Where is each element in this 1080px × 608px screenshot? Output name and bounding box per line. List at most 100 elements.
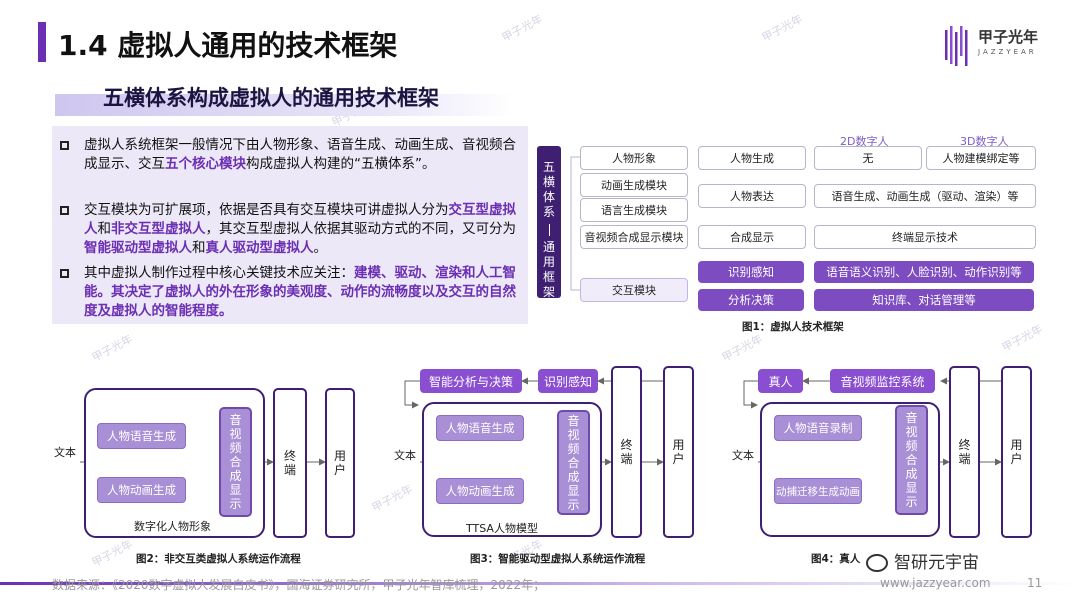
animation-generation-box: 人物动画生成 bbox=[436, 478, 524, 504]
highlight-text: 真人驱动型虚拟人 bbox=[205, 240, 314, 256]
user-box: 用户 bbox=[1001, 366, 1032, 538]
section-subtitle: 五横体系构成虚拟人的通用技术框架 bbox=[103, 86, 439, 110]
frame-label: TTSA人物模型 bbox=[466, 522, 538, 535]
body-text: ，其交互型虚拟人依据其驱动方式的不同，又可分为 bbox=[205, 221, 517, 237]
vertical-char: 终 bbox=[958, 438, 971, 452]
animation-generation-box: 人物动画生成 bbox=[97, 477, 186, 503]
bullet-text: 其中虚拟人制作过程中核心关键技术应关注：建模、驱动、渲染和人工智能。其决定了虚拟… bbox=[84, 264, 518, 321]
vertical-char: 端 bbox=[958, 452, 971, 466]
row-analysis-decision: 分析决策 bbox=[698, 289, 804, 311]
bullet-square-icon bbox=[60, 141, 69, 150]
vertical-char: 端 bbox=[620, 452, 633, 466]
account-name: 智研元宇宙 bbox=[894, 553, 979, 573]
speech-recording-box: 人物语音录制 bbox=[774, 415, 862, 441]
body-text: 和 bbox=[192, 240, 206, 256]
wechat-icon bbox=[866, 554, 888, 572]
label-divider bbox=[548, 224, 550, 236]
vertical-char: 用 bbox=[1010, 438, 1023, 452]
page-number: 11 bbox=[1027, 576, 1043, 590]
brand-logo: 甲子光年 JAZZYEAR bbox=[944, 24, 1054, 68]
vertical-char: 频 bbox=[229, 441, 242, 455]
module-character-image: 人物形象 bbox=[580, 146, 688, 170]
vertical-char: 显 bbox=[567, 483, 580, 498]
body-text: 。 bbox=[313, 240, 328, 256]
vertical-char: 合 bbox=[905, 453, 918, 467]
speech-generation-box: 人物语音生成 bbox=[97, 423, 186, 449]
vertical-char: 体 bbox=[542, 190, 555, 204]
logo-subtitle: JAZZYEAR bbox=[978, 48, 1037, 56]
logo-name: 甲子光年 bbox=[978, 28, 1039, 46]
vertical-char: 用 bbox=[333, 449, 346, 463]
col-header-3d: 3D数字人 bbox=[960, 135, 1009, 148]
terminal-box: 终端 bbox=[611, 366, 642, 538]
vertical-char: 通 bbox=[542, 240, 555, 254]
vertical-char: 视 bbox=[567, 427, 580, 442]
vertical-char: 合 bbox=[567, 455, 580, 470]
bullet-item: 其中虚拟人制作过程中核心关键技术应关注：建模、驱动、渲染和人工智能。其决定了虚拟… bbox=[60, 264, 518, 321]
figure-3-caption: 图3：智能驱动型虚拟人系统运作流程 bbox=[470, 553, 646, 565]
vertical-char: 频 bbox=[905, 439, 918, 453]
av-synthesis-box: 音视频合成显示 bbox=[219, 407, 252, 517]
row-synthesis-display: 合成显示 bbox=[698, 225, 806, 249]
highlight-text: 非交互型虚拟人 bbox=[111, 221, 206, 237]
row-recognition-perception: 识别感知 bbox=[698, 261, 804, 283]
vertical-char: 架 bbox=[542, 285, 555, 299]
vertical-char: 示 bbox=[905, 495, 918, 509]
av-synthesis-box: 音视频合成显示 bbox=[557, 410, 590, 515]
module-av-synthesis: 音视频合成显示模块 bbox=[580, 225, 688, 249]
vertical-char: 示 bbox=[567, 497, 580, 512]
site-url[interactable]: www.jazzyear.com bbox=[880, 576, 991, 590]
input-text-label: 文本 bbox=[394, 449, 416, 462]
jazzyear-logo-icon bbox=[945, 26, 968, 66]
body-text: 虚拟人系统框架一般情况下由人物形象、语音生成、动画生成、音视频合成显示、交互 bbox=[84, 137, 516, 172]
av-synthesis-box: 音视频合成显示 bbox=[895, 405, 928, 515]
highlight-text: 建模、驱动、渲染和人工智能。其决定了虚拟人的外在形象的美观度、动作的流畅度以及交… bbox=[84, 265, 516, 319]
real-human-pill: 真人 bbox=[758, 369, 803, 393]
analysis-decision-pill: 智能分析与决策 bbox=[420, 369, 522, 393]
body-text: 构成虚拟人构建的“五横体系”。 bbox=[246, 156, 436, 172]
data-source: 数据来源：《2020数字虚拟人发展白皮书》，国海证券研究所，甲子光年智库梳理，2… bbox=[52, 578, 546, 592]
vertical-char: 终 bbox=[620, 438, 633, 452]
vertical-char: 成 bbox=[229, 469, 242, 483]
vertical-char: 终 bbox=[283, 449, 296, 463]
cell-2d-generation: 无 bbox=[814, 146, 922, 170]
mocap-animation-box: 动捕迁移生成动画 bbox=[774, 478, 862, 504]
five-layer-label-top: 五横体系 bbox=[537, 146, 561, 220]
vertical-char: 显 bbox=[229, 483, 242, 497]
module-animation-generation: 动画生成模块 bbox=[580, 173, 688, 197]
vertical-char: 音 bbox=[905, 411, 918, 425]
five-layer-label: 五横体系 通用框架 bbox=[537, 146, 561, 300]
row-character-expression: 人物表达 bbox=[698, 184, 806, 208]
vertical-char: 横 bbox=[542, 175, 555, 189]
bullet-square-icon bbox=[60, 206, 69, 215]
vertical-char: 五 bbox=[542, 160, 555, 174]
terminal-box: 终端 bbox=[949, 366, 980, 538]
speech-generation-box: 人物语音生成 bbox=[436, 415, 524, 441]
vertical-char: 端 bbox=[283, 463, 296, 477]
body-text: 交互模块为可扩展项，依据是否具有交互模块可讲虚拟人分为 bbox=[84, 202, 449, 218]
cell-3d-generation: 人物建模绑定等 bbox=[926, 146, 1036, 170]
vertical-char: 成 bbox=[567, 469, 580, 484]
row-character-generation: 人物生成 bbox=[698, 146, 806, 170]
body-text: 其中虚拟人制作过程中核心关键技术应关注： bbox=[84, 265, 354, 281]
bullet-text: 交互模块为可扩展项，依据是否具有交互模块可讲虚拟人分为交互型虚拟人和非交互型虚拟… bbox=[84, 201, 518, 258]
figure-2-caption: 图2：非交互类虚拟人系统运作流程 bbox=[136, 553, 301, 565]
vertical-char: 示 bbox=[229, 497, 242, 511]
user-box: 用户 bbox=[663, 366, 694, 538]
vertical-char: 系 bbox=[542, 205, 555, 219]
figure-4-caption: 图4：真人 bbox=[811, 553, 861, 565]
slide-title: 1.4 虚拟人通用的技术框架 bbox=[58, 29, 398, 62]
module-speech-generation: 语言生成模块 bbox=[580, 198, 688, 222]
vertical-char: 成 bbox=[905, 467, 918, 481]
five-layer-label-bottom: 通用框架 bbox=[537, 240, 561, 300]
bullet-square-icon bbox=[60, 269, 69, 278]
bullet-panel: 虚拟人系统框架一般情况下由人物形象、语音生成、动画生成、音视频合成显示、交互五个… bbox=[52, 126, 528, 324]
account-watermark: 智研元宇宙 bbox=[866, 548, 979, 573]
av-monitoring-pill: 音视频监控系统 bbox=[830, 369, 935, 393]
col-header-2d: 2D数字人 bbox=[840, 135, 889, 148]
vertical-char: 框 bbox=[542, 270, 555, 284]
vertical-char: 视 bbox=[905, 425, 918, 439]
module-interaction: 交互模块 bbox=[580, 278, 688, 302]
cell-display-detail: 终端显示技术 bbox=[814, 225, 1036, 249]
